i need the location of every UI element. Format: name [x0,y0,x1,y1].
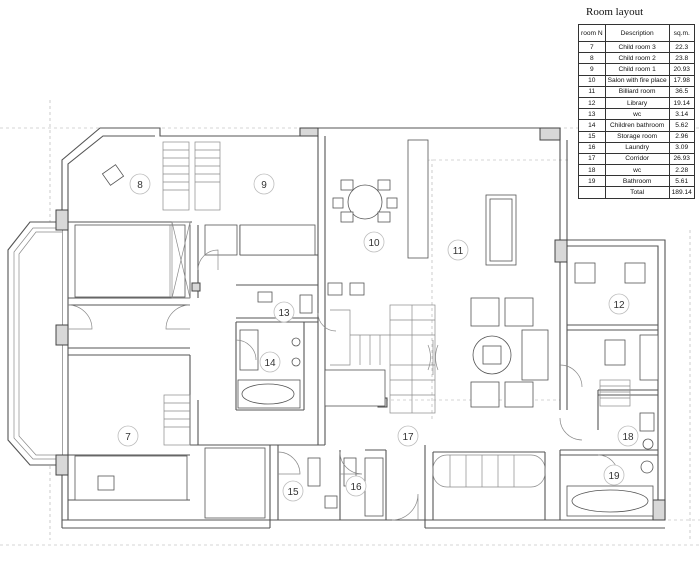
room-label-19[interactable]: 19 [603,464,625,486]
room-label-12[interactable]: 12 [608,293,630,315]
void-cross [171,221,191,299]
room-label-13[interactable]: 13 [273,301,295,323]
room-area-cell: 36.5 [668,85,695,98]
svg-text:12: 12 [613,300,625,311]
room-label-18[interactable]: 18 [617,425,639,447]
room-number-cell: 11 [578,85,606,98]
room-label-8[interactable]: 8 [129,173,151,195]
room-label-14[interactable]: 14 [259,351,281,373]
room-description-cell: Laundry [604,141,670,154]
room-area-cell: 17.98 [668,74,695,87]
room-label-15[interactable]: 15 [282,480,304,502]
room-description-cell: Corridor [604,152,670,166]
room-number-cell: 14 [578,119,606,132]
room-number-cell: 15 [578,130,606,143]
room-number-cell: 10 [578,74,606,87]
svg-text:16: 16 [350,482,362,493]
room-area-cell: 3.09 [668,141,695,154]
room-area-cell: 5.61 [668,175,695,188]
bay-window [7,221,62,466]
room-number-cell: 7 [578,40,606,54]
room-number-cell: 9 [578,63,606,76]
header-room-number: room N [578,24,606,42]
room-number-cell: 18 [578,164,606,177]
table-total-row: Total 189.14 [578,186,695,199]
room-labels: 7 8 9 10 11 12 13 14 15 16 17 18 19 [117,173,639,502]
svg-text:10: 10 [368,238,380,249]
svg-text:15: 15 [287,487,299,498]
room-area-cell: 2.28 [668,164,695,177]
room-area-cell: 5.62 [668,119,695,132]
room-label-10[interactable]: 10 [363,231,385,253]
svg-text:7: 7 [125,432,131,443]
room-description-cell: wc [604,164,670,177]
room-area-cell: 3.14 [668,108,695,121]
room-description-cell: Child room 1 [604,63,670,76]
svg-text:13: 13 [278,308,290,319]
svg-text:8: 8 [137,180,143,191]
room-description-cell: Bathroom [604,175,670,188]
room-description-cell: wc [604,108,670,121]
room-description-cell: Library [604,96,670,110]
total-label: Total [604,186,670,199]
room-area-cell: 19.14 [668,96,695,110]
room-description-cell: Billiard room [604,85,670,98]
room-description-cell: Children bathroom [604,119,670,132]
room-label-16[interactable]: 16 [345,475,367,497]
room-number-cell: 13 [578,108,606,121]
header-description: Description [604,24,670,42]
svg-text:17: 17 [402,432,414,443]
room-number-cell: 8 [578,52,606,65]
room-description-cell: Child room 2 [604,52,670,65]
svg-text:19: 19 [608,471,620,482]
room-area-cell: 23.8 [668,52,695,65]
room-area-cell: 22.3 [668,40,695,54]
room-area-cell: 26.93 [668,152,695,166]
legend-title: Room layout [586,6,644,18]
furniture [74,139,659,519]
svg-text:11: 11 [453,246,464,257]
room-description-cell: Storage room [604,130,670,143]
room-number-cell: 19 [578,175,606,188]
room-number-cell: 16 [578,141,606,154]
room-label-7[interactable]: 7 [117,425,139,447]
room-description-cell: Child room 3 [604,40,670,54]
room-number-cell: 17 [578,152,606,166]
svg-text:9: 9 [261,180,267,191]
room-area-cell: 20.93 [668,63,695,76]
svg-text:14: 14 [264,358,276,369]
staircases [162,141,631,488]
room-label-9[interactable]: 9 [253,173,275,195]
svg-text:18: 18 [622,432,634,443]
total-empty-cell [578,186,606,199]
room-area-cell: 2.96 [668,130,695,143]
room-label-11[interactable]: 11 [447,239,469,261]
total-area: 189.14 [668,186,695,199]
room-description-cell: Salon with fire place [604,74,670,87]
header-area: sq.m. [668,24,695,42]
room-number-cell: 12 [578,96,606,110]
room-label-17[interactable]: 17 [397,425,419,447]
doors [67,249,619,521]
table-header-row: room N Description sq.m. [578,24,695,42]
